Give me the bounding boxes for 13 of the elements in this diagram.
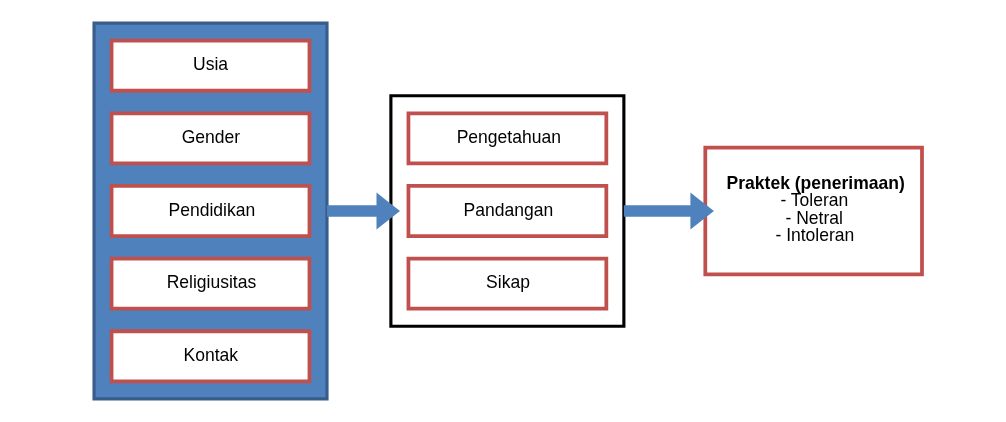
node-box: Pendidikan	[109, 184, 312, 238]
cluster	[92, 21, 329, 401]
node-box: Religiusitas	[109, 256, 312, 311]
node-box: Gender	[109, 111, 312, 166]
node-box: Praktek (penerimaan) - Toleran - Netral - Intoleran	[703, 145, 924, 277]
arrow	[327, 192, 400, 230]
node-box: Sikap	[406, 256, 609, 311]
node-box: Kontak	[109, 329, 312, 384]
node-box: Pengetahuan	[406, 111, 609, 166]
arrow	[623, 192, 714, 230]
cluster	[389, 94, 626, 328]
node-box: Usia	[109, 38, 312, 93]
node-box: Pandangan	[406, 184, 609, 238]
